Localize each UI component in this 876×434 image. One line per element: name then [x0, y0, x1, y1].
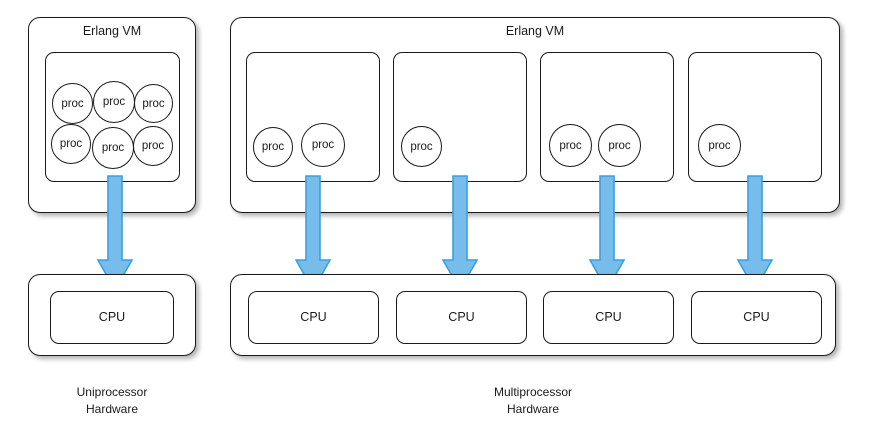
proc-circle: proc — [52, 83, 93, 124]
cpu-box: CPU — [248, 291, 379, 344]
proc-label: proc — [559, 139, 582, 152]
cpu-label: CPU — [448, 310, 475, 324]
proc-label: proc — [101, 142, 125, 154]
uniprocessor-hardware-caption: Uniprocessor Hardware — [76, 385, 148, 417]
cpu-box: CPU — [396, 291, 527, 344]
proc-circle: proc — [51, 124, 91, 164]
cpu-box: CPU — [50, 291, 174, 344]
proc-label: proc — [142, 97, 165, 110]
cpu-label: CPU — [300, 310, 327, 324]
proc-circle: proc — [134, 84, 173, 123]
proc-label: proc — [311, 139, 335, 151]
proc-label: proc — [410, 140, 433, 153]
proc-circle: proc — [133, 126, 173, 166]
proc-label: proc — [59, 138, 83, 150]
proc-label: proc — [708, 139, 731, 152]
uniprocessor-vm-title: Erlang VM — [82, 24, 142, 38]
proc-circle: proc — [301, 123, 345, 167]
cpu-box: CPU — [543, 291, 674, 344]
cpu-box: CPU — [691, 291, 822, 344]
proc-circle: proc — [401, 126, 442, 167]
proc-circle: proc — [93, 81, 135, 123]
proc-label: proc — [608, 139, 631, 152]
cpu-label: CPU — [595, 310, 622, 324]
proc-label: proc — [141, 140, 165, 152]
proc-circle: proc — [92, 127, 134, 169]
proc-circle: proc — [698, 124, 741, 167]
multiprocessor-vm-title: Erlang VM — [505, 24, 565, 38]
proc-label: proc — [61, 97, 84, 110]
cpu-label: CPU — [743, 310, 770, 324]
proc-label: proc — [102, 96, 126, 108]
proc-circle: proc — [598, 124, 641, 167]
multiprocessor-hardware-caption: Multiprocessor Hardware — [493, 385, 573, 417]
cpu-label: CPU — [98, 310, 126, 324]
proc-circle: proc — [253, 127, 293, 167]
proc-label: proc — [261, 141, 285, 153]
proc-circle: proc — [549, 124, 592, 167]
